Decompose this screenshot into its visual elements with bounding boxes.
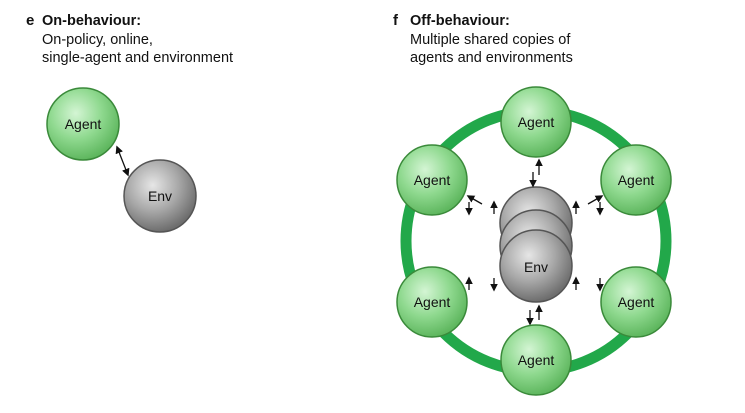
agent-node-lower-left: Agent [396, 266, 468, 338]
agent-node-bottom: Agent [500, 324, 572, 396]
agent-node-top: Agent [500, 86, 572, 158]
env-stack: Env [499, 186, 573, 303]
panel-f-title: Off-behaviour: [410, 13, 510, 29]
agent-label-lower-left: Agent [414, 294, 451, 310]
panel-e-letter: e [26, 12, 35, 29]
panel-e-env-label: Env [148, 188, 172, 204]
agent-node-upper-right: Agent [600, 144, 672, 216]
panel-e-desc-line1: On-policy, online, [42, 32, 153, 48]
agent-label-bottom: Agent [518, 352, 555, 368]
panel-f-arrows [465, 158, 604, 326]
panel-e-env-node: Env [123, 159, 197, 233]
agent-label-lower-right: Agent [618, 294, 655, 310]
agent-label-upper-left: Agent [414, 172, 451, 188]
panel-e-connection-arrow [115, 145, 130, 177]
panel-e-title: On-behaviour: [42, 13, 142, 29]
agent-node-lower-right: Agent [600, 266, 672, 338]
panel-f-desc-line1: Multiple shared copies of [410, 32, 571, 48]
agent-node-upper-left: Agent [396, 144, 468, 216]
panel-f-letter: f [393, 12, 398, 29]
panel-e-agent-label: Agent [65, 116, 102, 132]
panel-f-desc-line2: agents and environments [410, 50, 573, 66]
arrow-upper-left-out [466, 195, 483, 205]
panel-e-diagram: Agent Env [46, 87, 197, 233]
panel-f-diagram: Env Agent [396, 86, 672, 396]
agent-label-upper-right: Agent [618, 172, 655, 188]
panel-e-desc-line2: single-agent and environment [42, 50, 234, 66]
agent-label-top: Agent [518, 114, 555, 130]
panel-e-agent-node: Agent [46, 87, 120, 161]
panel-f-env-label: Env [524, 259, 548, 275]
env-copy-front [499, 229, 573, 303]
arrow-upper-right-out [587, 195, 604, 205]
